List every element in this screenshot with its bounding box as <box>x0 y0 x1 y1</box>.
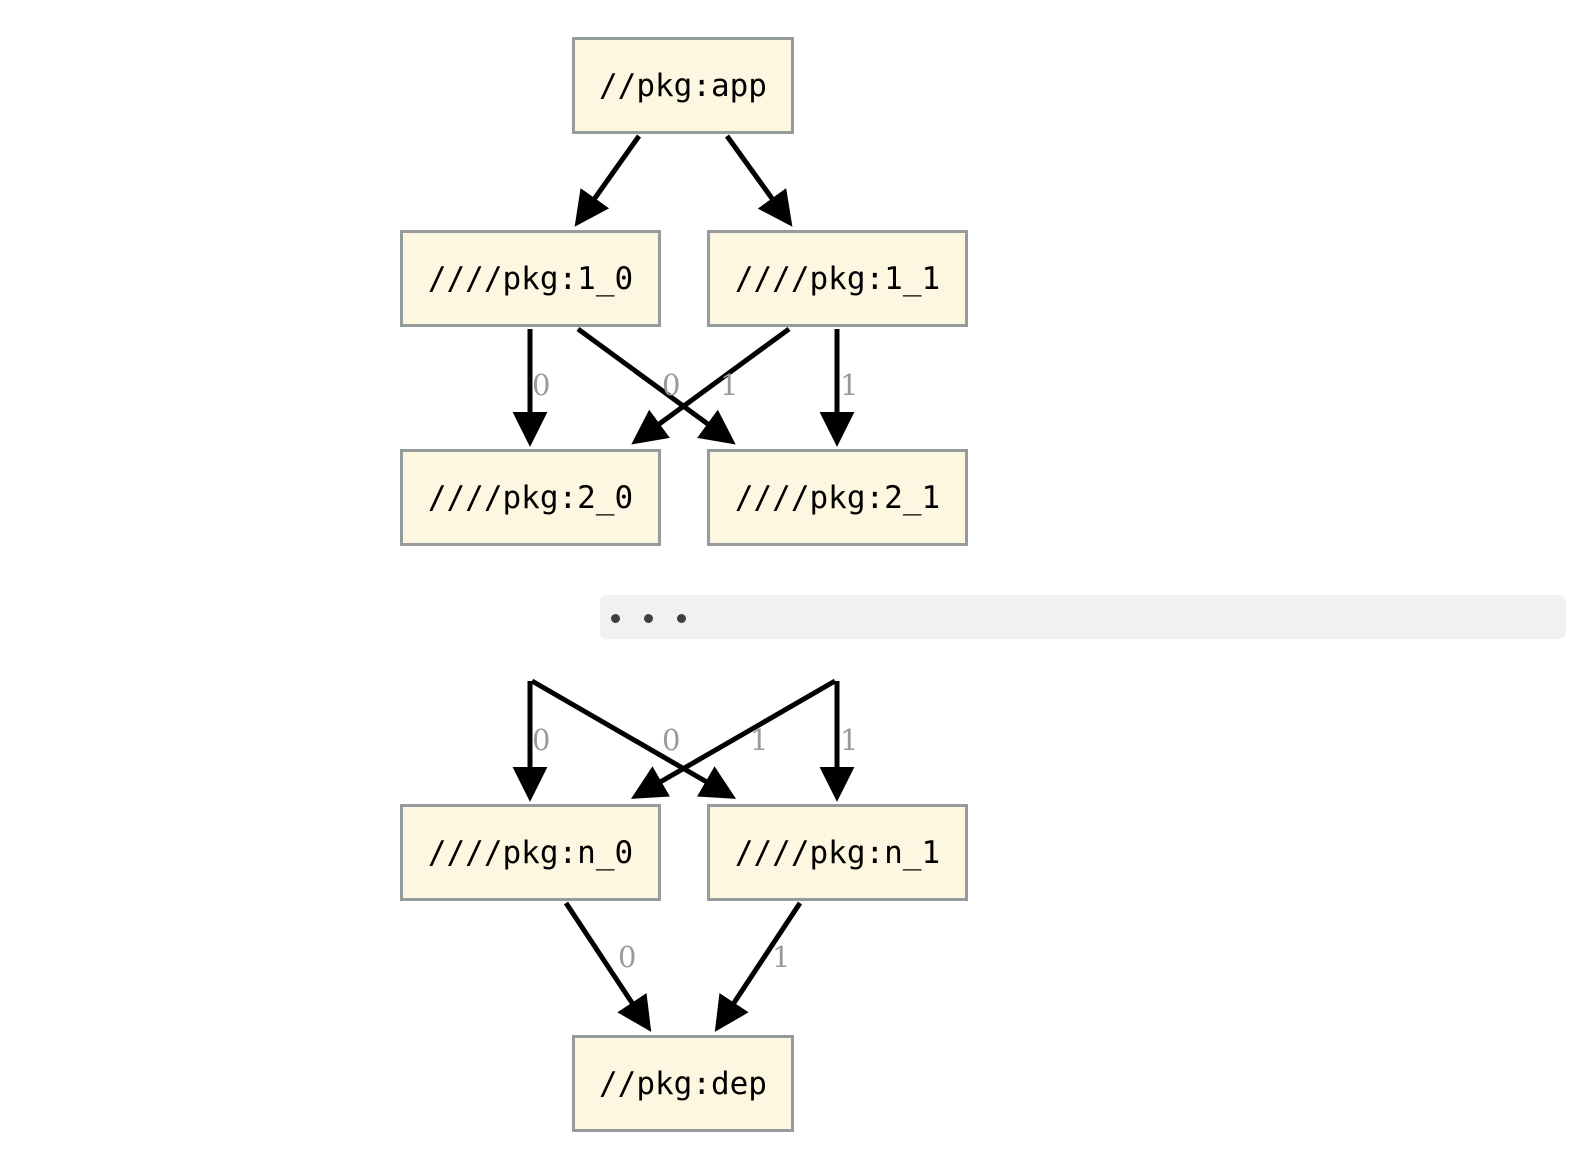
node-2_1[interactable]: ////pkg:2_1 <box>707 449 968 546</box>
edge-label-1_0-2_1: 0 <box>662 368 681 402</box>
edge-label-1_0-2_0: 0 <box>532 368 551 402</box>
ellipsis-dot <box>611 614 620 623</box>
node-n_1[interactable]: ////pkg:n_1 <box>707 804 968 901</box>
node-label: ////pkg:2_0 <box>427 479 634 516</box>
node-app[interactable]: //pkg:app <box>572 37 794 134</box>
edge-1_1-to-2_0 <box>631 326 791 445</box>
ellipsis-dot <box>644 614 653 623</box>
node-label: ////pkg:1_0 <box>427 260 634 297</box>
node-2_0[interactable]: ////pkg:2_0 <box>400 449 661 546</box>
node-label: ////pkg:n_1 <box>734 834 941 871</box>
node-1_0[interactable]: ////pkg:1_0 <box>400 230 661 327</box>
edge-label-upper_1-n_0: 1 <box>750 723 769 757</box>
node-1_1[interactable]: ////pkg:1_1 <box>707 230 968 327</box>
edge-label-n_1-dep: 1 <box>772 940 791 974</box>
edge-upper_0-to-n_1 <box>530 678 737 799</box>
node-n_0[interactable]: ////pkg:n_0 <box>400 804 661 901</box>
edge-label-upper_0-n_1: 0 <box>662 723 681 757</box>
edge-label-n_0-dep: 0 <box>618 940 637 974</box>
node-label: //pkg:dep <box>599 1065 767 1102</box>
edge-app-to-1_1 <box>724 134 793 227</box>
edge-app-to-1_0 <box>574 134 642 227</box>
edge-label-upper_0-n_0: 0 <box>532 723 551 757</box>
edge-label-upper_1-n_1: 1 <box>840 723 859 757</box>
ellipsis-band <box>600 595 1566 639</box>
edge-1_0-to-2_1 <box>576 326 736 445</box>
node-label: ////pkg:n_0 <box>427 834 634 871</box>
node-dep[interactable]: //pkg:dep <box>572 1035 794 1132</box>
node-label: ////pkg:1_1 <box>734 260 941 297</box>
node-label: //pkg:app <box>599 67 767 104</box>
edge-label-1_1-2_0: 1 <box>720 368 739 402</box>
node-label: ////pkg:2_1 <box>734 479 941 516</box>
ellipsis-dot <box>677 614 686 623</box>
edge-label-1_1-2_1: 1 <box>840 368 859 402</box>
